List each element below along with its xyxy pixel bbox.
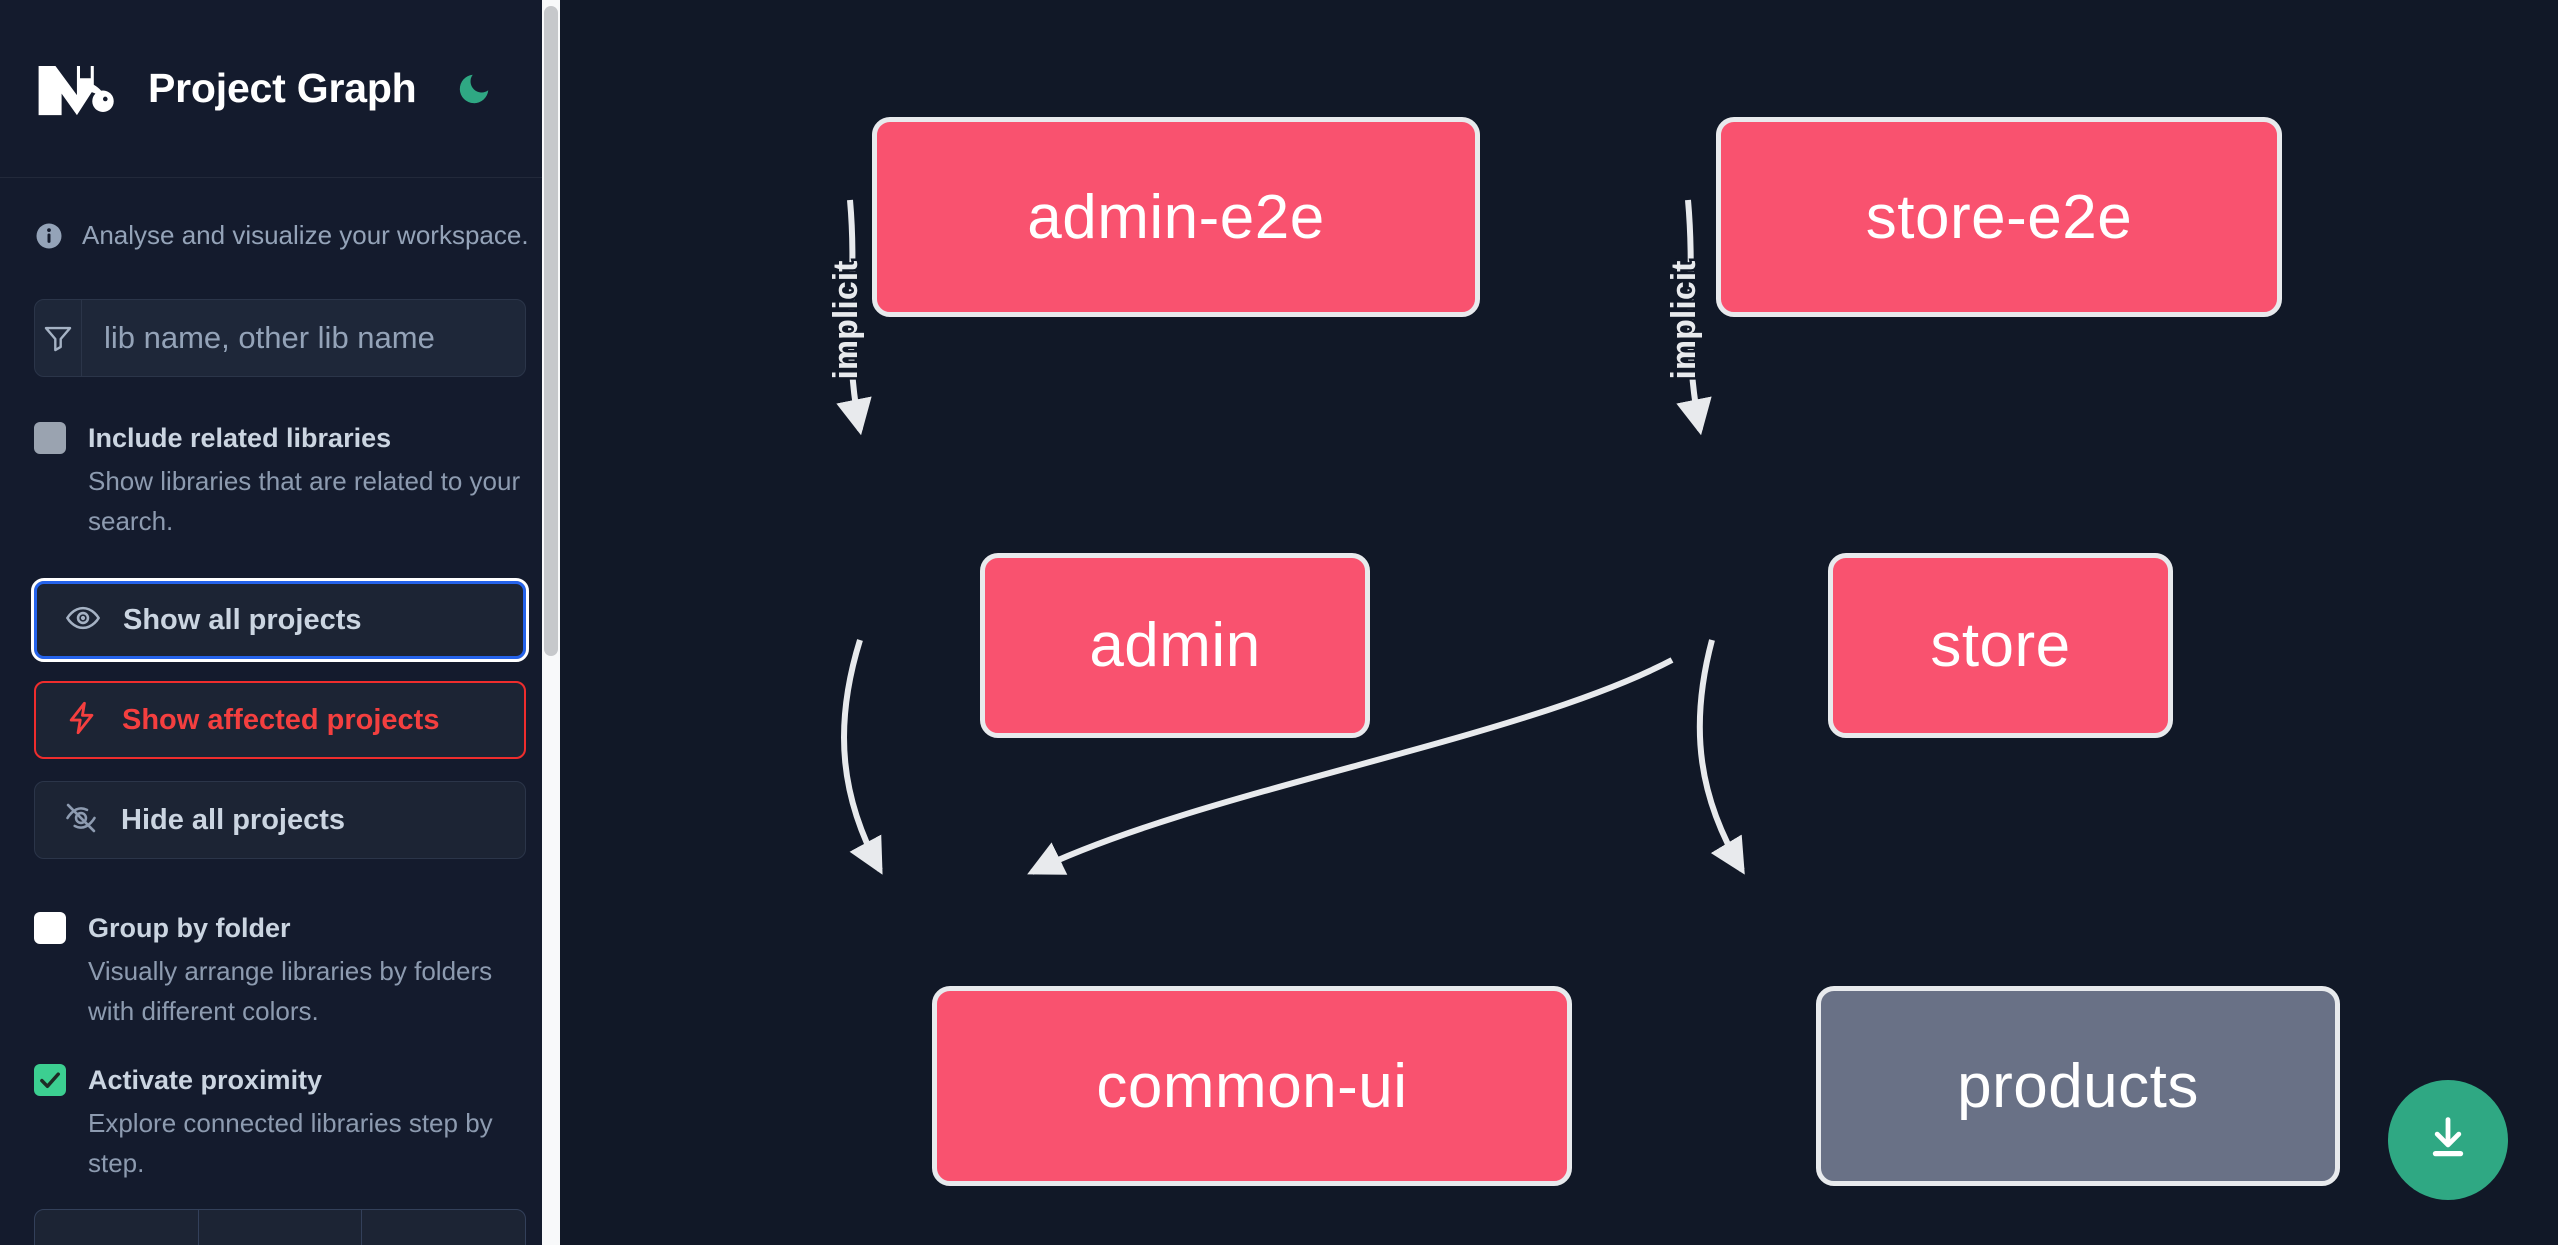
checkbox-include-related-libraries-label: Include related libraries: [88, 423, 392, 453]
info-circle-icon: [34, 221, 64, 251]
project-action-buttons: Show all projects Show affected projects: [0, 541, 560, 859]
svg-text:implicit: implicit: [1665, 260, 1703, 379]
graph-node-admin-e2e[interactable]: admin-e2e: [872, 117, 1480, 317]
checkbox-activate-proximity-label: Activate proximity: [88, 1065, 323, 1095]
graph-node-admin-e2e-label: admin-e2e: [1027, 182, 1325, 252]
show-all-projects-button[interactable]: Show all projects: [31, 578, 529, 662]
graph-node-common-ui-label: common-ui: [1096, 1051, 1408, 1121]
checkbox-group-by-folder-description: Visually arrange libraries by folders wi…: [88, 956, 493, 1026]
edge-store-common-ui: [1027, 657, 1674, 875]
checkbox-activate-proximity-box[interactable]: [34, 1064, 66, 1096]
download-icon: [2422, 1112, 2474, 1169]
checkbox-activate-proximity[interactable]: Activate proximity Explore connected lib…: [0, 1057, 560, 1183]
lightning-bolt-icon: [64, 700, 100, 741]
search-box[interactable]: [34, 299, 526, 377]
hide-all-projects-label: Hide all projects: [121, 803, 346, 836]
workspace-info-text: Analyse and visualize your workspace.: [82, 220, 529, 250]
search-section: [0, 251, 560, 377]
show-affected-projects-button[interactable]: Show affected projects: [34, 681, 526, 759]
svg-text:implicit: implicit: [827, 260, 865, 379]
graph-node-common-ui[interactable]: common-ui: [932, 986, 1572, 1186]
sidebar-header: Project Graph: [0, 0, 560, 178]
edge-label-store-implicit: implicit: [1663, 258, 1706, 382]
checkbox-group-by-folder-label: Group by folder: [88, 913, 291, 943]
edge-label-admin-implicit: implicit: [825, 258, 868, 382]
graph-node-store-e2e-label: store-e2e: [1865, 182, 2133, 252]
search-input[interactable]: [82, 300, 525, 376]
graph-edges: implicit implicit: [825, 199, 1745, 875]
checkbox-group-by-folder-box[interactable]: [34, 912, 66, 944]
graph-node-store-label: store: [1930, 611, 2071, 680]
eye-icon: [65, 600, 101, 641]
checkbox-activate-proximity-description: Explore connected libraries step by step…: [88, 1108, 493, 1178]
graph-node-products-label: products: [1957, 1051, 2199, 1121]
graph-node-admin[interactable]: admin: [980, 553, 1370, 738]
edge-admin-e2e-admin: [836, 199, 872, 436]
checkbox-group-by-folder[interactable]: Group by folder Visually arrange librari…: [0, 905, 560, 1031]
page-title: Project Graph: [148, 65, 417, 111]
graph-canvas[interactable]: implicit implicit admin-e2e store-e2e ad…: [560, 0, 2558, 1245]
checkbox-include-related-libraries-box[interactable]: [34, 422, 66, 454]
proximity-step-increase-button[interactable]: [362, 1210, 525, 1245]
show-affected-projects-label: Show affected projects: [122, 703, 440, 736]
graph-node-admin-label: admin: [1089, 611, 1261, 680]
proximity-step-value[interactable]: [199, 1210, 363, 1245]
hide-all-projects-button[interactable]: Hide all projects: [34, 781, 526, 859]
moon-icon[interactable]: [451, 66, 497, 112]
show-all-projects-label: Show all projects: [123, 603, 362, 636]
sidebar: Project Graph Analyse and visualize yo: [0, 0, 560, 1245]
graph-node-products[interactable]: products: [1816, 986, 2340, 1186]
edge-store-products: [1696, 639, 1745, 875]
graph-node-store-e2e[interactable]: store-e2e: [1716, 117, 2282, 317]
eye-off-icon: [63, 800, 99, 841]
proximity-step-segmented-control[interactable]: [34, 1209, 526, 1245]
edge-admin-common-ui: [841, 639, 883, 875]
checkbox-include-related-libraries[interactable]: Include related libraries Show libraries…: [0, 415, 560, 541]
graph-node-store[interactable]: store: [1828, 553, 2173, 738]
sidebar-scrollbar[interactable]: [542, 0, 560, 1245]
workspace-info: Analyse and visualize your workspace.: [0, 178, 560, 251]
filter-funnel-icon: [35, 300, 82, 376]
download-graph-button[interactable]: [2388, 1080, 2508, 1200]
proximity-step-decrease-button[interactable]: [35, 1210, 199, 1245]
nx-logo-icon: [34, 57, 126, 121]
checkbox-include-related-libraries-description: Show libraries that are related to your …: [88, 466, 521, 536]
sidebar-scrollbar-thumb[interactable]: [544, 6, 558, 656]
edge-store-e2e-store: [1676, 199, 1712, 436]
